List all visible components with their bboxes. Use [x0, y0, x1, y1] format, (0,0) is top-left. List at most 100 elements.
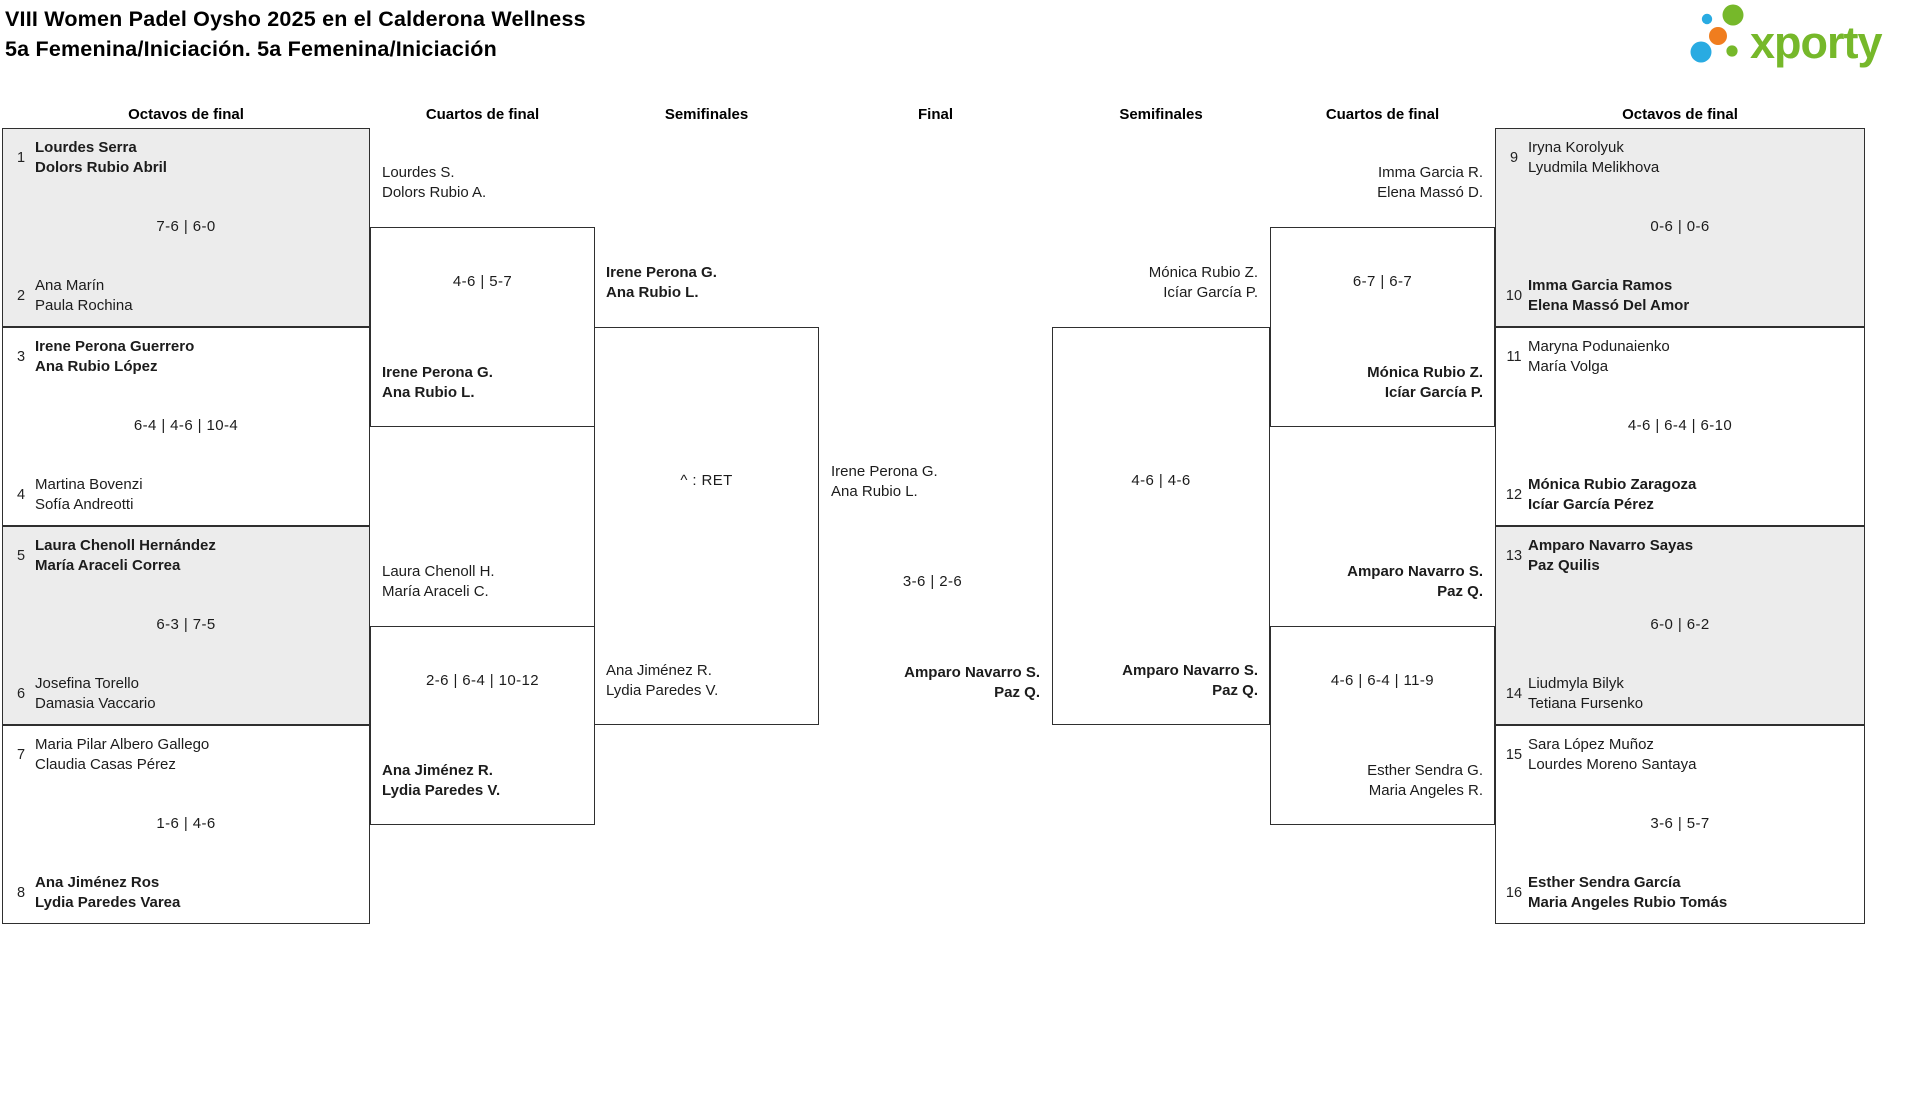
match-score: 2-6 | 6-4 | 10-12	[426, 672, 539, 689]
team-label: Ana Jiménez R.Lydia Paredes V.	[382, 762, 501, 799]
match-score: 4-6 | 6-4 | 11-9	[1330, 672, 1435, 689]
team-label: Lourdes S.Dolors Rubio A.	[382, 164, 487, 201]
xporty-logo-dots	[1690, 4, 1744, 63]
seed-number: 1	[16, 149, 26, 166]
match-score: 6-7 | 6-7	[1352, 273, 1413, 290]
match-score: 4-6 | 6-4 | 6-10	[1627, 416, 1733, 434]
team-label: Mónica Rubio Z.Icíar García P.	[1367, 364, 1483, 401]
final-team-label: Irene Perona G.Ana Rubio L.	[831, 463, 938, 500]
header-semis-left: Semifinales	[664, 106, 749, 123]
seed-number: 3	[16, 348, 26, 365]
match-score: 4-6 | 4-6	[1131, 472, 1191, 489]
seed-number: 14	[1505, 685, 1523, 702]
match-box-semifinal-left[interactable]	[594, 327, 819, 725]
team-label: Irene Perona G.Ana Rubio L.	[606, 264, 717, 301]
match-score: 0-6 | 0-6	[1650, 217, 1710, 235]
match-score: 3-6 | 5-7	[1650, 814, 1710, 832]
page-title: VIII Women Padel Oysho 2025 en el Calder…	[5, 4, 586, 64]
tournament-name: VIII Women Padel Oysho 2025 en el Calder…	[5, 7, 586, 31]
match-score: 7-6 | 6-0	[156, 217, 216, 235]
final-score: 3-6 | 2-6	[902, 573, 963, 590]
header-octavos-left: Octavos de final	[128, 106, 244, 123]
header-semis-right: Semifinales	[1119, 106, 1203, 123]
seed-number: 15	[1505, 746, 1523, 763]
xporty-logo[interactable]: xporty	[1686, 2, 1918, 80]
header-cuartos-left: Cuartos de final	[425, 106, 540, 123]
match-box-cuartos-right-2[interactable]	[1270, 626, 1495, 825]
team-label: Imma Garcia R.Elena Massó D.	[1377, 164, 1483, 201]
seed-number: 5	[16, 547, 26, 564]
match-score: 6-4 | 4-6 | 10-4	[133, 416, 239, 434]
team-label: Amparo Navarro S.Paz Q.	[1347, 563, 1483, 600]
header-final: Final	[917, 106, 953, 123]
match-score-ret-note: ^ : RET	[680, 472, 733, 489]
seed-number: 13	[1505, 547, 1523, 564]
seed-number: 6	[16, 685, 26, 702]
match-score: 6-3 | 7-5	[156, 615, 216, 633]
seed-number: 10	[1505, 287, 1523, 304]
match-score: 4-6 | 5-7	[452, 273, 513, 290]
seed-number: 9	[1509, 149, 1519, 166]
match-box-cuartos-right-1[interactable]	[1270, 227, 1495, 427]
team-label: Esther Sendra G.Maria Angeles R.	[1367, 762, 1483, 799]
category-name: 5a Femenina/Iniciación. 5a Femenina/Inic…	[5, 37, 497, 61]
team-label: Mónica Rubio Z.Icíar García P.	[1148, 264, 1258, 301]
match-score: 6-0 | 6-2	[1650, 615, 1710, 633]
seed-number: 12	[1505, 486, 1523, 503]
match-box-semifinal-right[interactable]	[1052, 327, 1270, 725]
seed-number: 11	[1506, 348, 1522, 365]
seed-number: 2	[16, 287, 26, 304]
seed-number: 16	[1505, 884, 1523, 901]
team-label: Laura Chenoll H.María Araceli C.	[382, 563, 495, 600]
header-octavos-right: Octavos de final	[1622, 106, 1738, 123]
final-team-label: Amparo Navarro S.Paz Q.	[904, 664, 1040, 701]
team-label: Irene Perona G.Ana Rubio L.	[382, 364, 493, 401]
seed-number: 8	[16, 884, 26, 901]
match-score: 1-6 | 4-6	[156, 814, 216, 832]
match-box-cuartos-left-2[interactable]	[370, 626, 595, 825]
xporty-logo-text: xporty	[1750, 17, 1883, 68]
team-label: Amparo Navarro S.Paz Q.	[1122, 662, 1258, 699]
header-cuartos-right: Cuartos de final	[1325, 106, 1440, 123]
seed-number: 4	[16, 486, 26, 503]
